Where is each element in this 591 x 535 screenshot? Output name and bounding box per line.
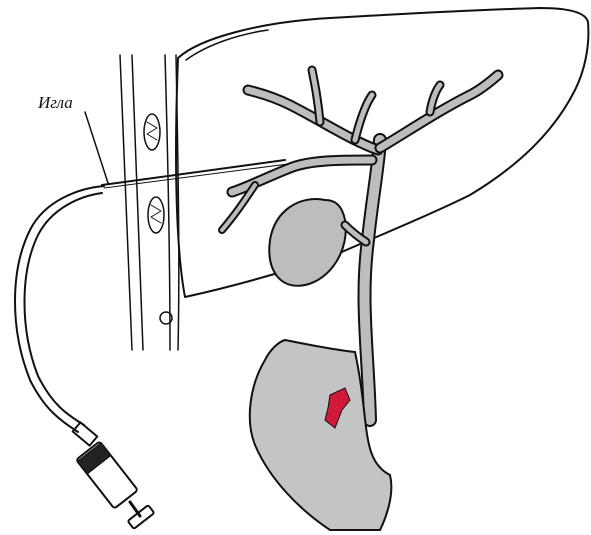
- rib-line-2: [132, 55, 143, 350]
- vessel-lower-mark: [151, 205, 161, 223]
- vessel-upper-mark: [147, 122, 157, 140]
- vessel-lower: [148, 197, 164, 233]
- syringe: [73, 422, 155, 529]
- gallbladder: [269, 199, 345, 286]
- rib-line-3: [165, 55, 170, 350]
- rib-line-1: [120, 55, 132, 350]
- catheter-tube: [15, 186, 104, 432]
- needle-label-leader: [85, 112, 108, 183]
- vessel-upper: [144, 114, 160, 150]
- needle-label: Игла: [38, 94, 73, 111]
